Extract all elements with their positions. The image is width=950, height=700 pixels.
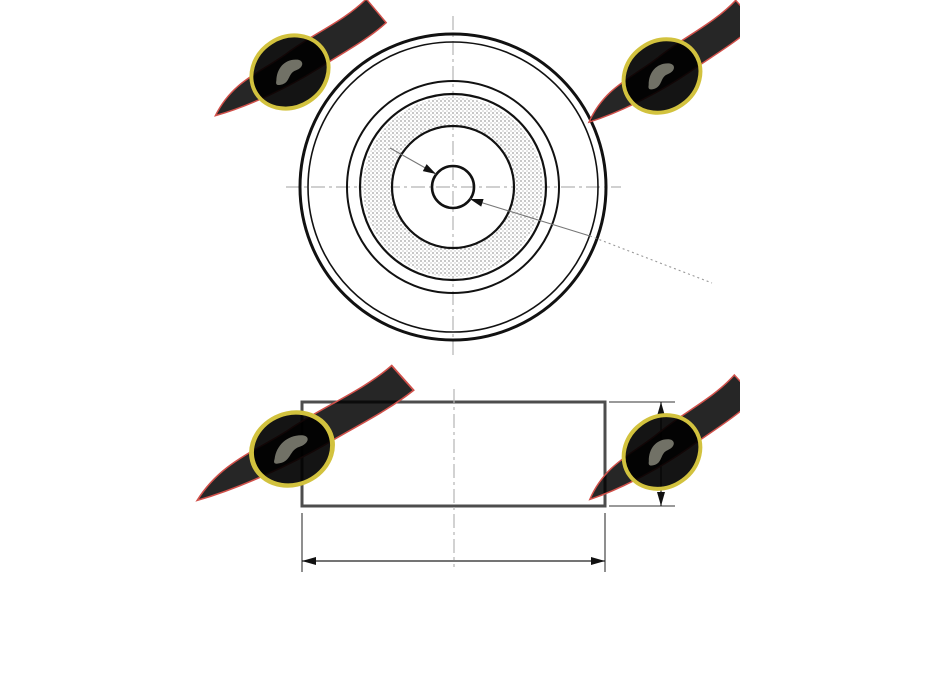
hub-circle: [390, 124, 516, 250]
watermark-stamp-top-right: [569, 0, 740, 127]
arrowhead: [422, 164, 436, 174]
watermark-stamp-top-left: [196, 0, 394, 121]
watermark-stamp-bottom-right: [569, 370, 740, 504]
watermark-layer: [178, 0, 740, 506]
arrowhead: [591, 557, 605, 565]
arrowhead: [302, 557, 316, 565]
pulley-ring-circle-1: [346, 80, 560, 294]
bore-dimension: [389, 147, 713, 284]
pulley-ring-circle-2: [358, 92, 548, 282]
watermark-stamp-bottom-left: [178, 360, 422, 506]
width-dimension: [301, 513, 606, 572]
arrowhead: [657, 492, 665, 506]
arrowhead: [470, 199, 484, 207]
pulley-front-view: [286, 16, 713, 358]
pulley-outer-circle: [298, 32, 608, 342]
pulley-outer-inner-circle: [307, 41, 599, 333]
knurled-ring: [363, 97, 543, 277]
arrowhead: [657, 402, 665, 416]
center-bore-circle: [430, 164, 476, 210]
